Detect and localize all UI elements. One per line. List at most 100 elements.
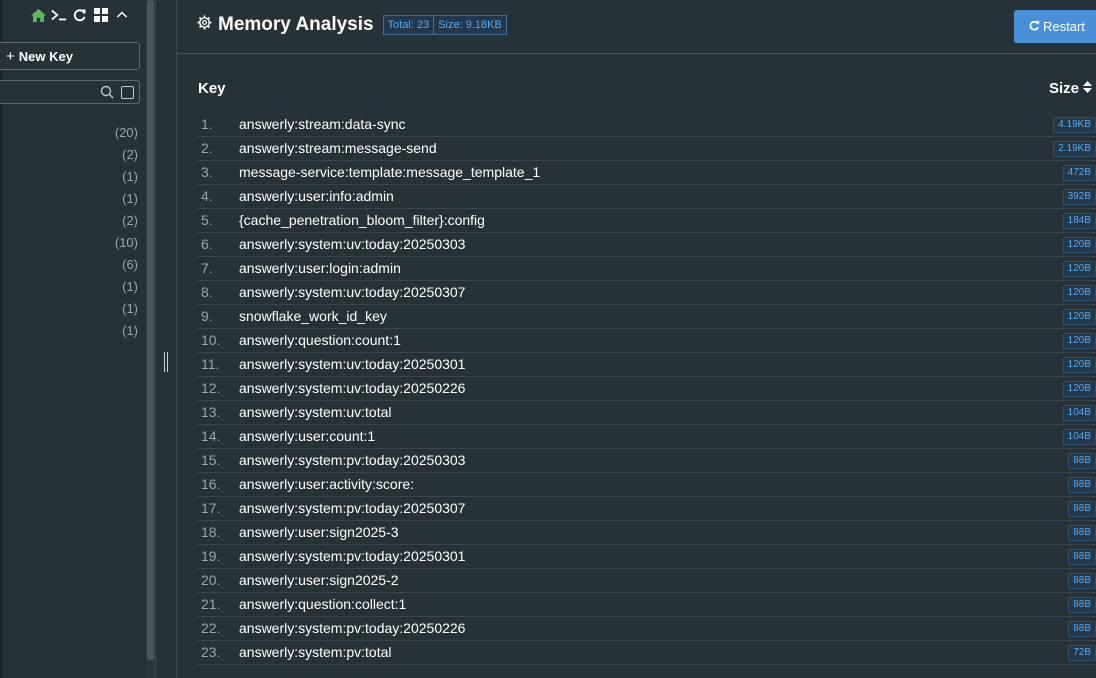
key-size-badge: 120B [1062, 333, 1096, 349]
terminal-icon[interactable] [51, 7, 67, 23]
key-size-badge: 472B [1062, 165, 1096, 181]
key-name[interactable]: answerly:user:activity:score: [239, 476, 415, 492]
row-index: 22. [201, 620, 221, 636]
chevron-up-icon[interactable] [114, 7, 130, 23]
key-name[interactable]: answerly:user:info:admin [239, 188, 394, 204]
key-name[interactable]: answerly:system:pv:today:20250307 [239, 500, 466, 516]
row-index: 16. [201, 476, 221, 492]
table-row[interactable]: 3. message-service:template:message_templ… [197, 161, 1096, 185]
restart-button[interactable]: Restart [1014, 10, 1096, 43]
key-name[interactable]: answerly:system:pv:today:20250226 [239, 620, 466, 636]
key-group-count[interactable]: (1) [122, 191, 138, 206]
key-group-counts: (20) (2) (1) (1) (2) (10) (6) (1) (1) (1… [0, 122, 138, 342]
panel-header: Memory Analysis Total: 23 Size: 9.18KB R… [177, 0, 1096, 54]
key-name[interactable]: answerly:system:uv:total [239, 404, 392, 420]
row-index: 10. [201, 332, 221, 348]
grid-icon[interactable] [93, 7, 109, 23]
key-size-badge: 120B [1062, 285, 1096, 301]
table-row[interactable]: 10. answerly:question:count:1 120B [197, 329, 1096, 353]
row-index: 8. [201, 284, 213, 300]
key-name[interactable]: answerly:system:pv:total [239, 644, 392, 660]
total-count-tag: Total: 23 [382, 15, 435, 35]
search-icon[interactable] [100, 85, 114, 99]
key-name[interactable]: answerly:question:collect:1 [239, 596, 407, 612]
table-row[interactable]: 1. answerly:stream:data-sync 4.19KB [197, 113, 1096, 137]
panel-resize-handle[interactable] [162, 352, 170, 372]
home-icon[interactable] [30, 7, 46, 23]
key-name[interactable]: answerly:system:uv:today:20250301 [239, 356, 466, 372]
new-key-label: New Key [18, 48, 73, 64]
sidebar-toolbar [30, 4, 130, 26]
key-size-badge: 4.19KB [1053, 117, 1096, 133]
key-group-count[interactable]: (6) [122, 257, 138, 272]
key-group-count[interactable]: (10) [114, 235, 138, 250]
key-size-badge: 88B [1068, 477, 1096, 493]
row-index: 17. [201, 500, 221, 516]
key-size-badge: 120B [1062, 381, 1096, 397]
search-input[interactable] [0, 81, 96, 103]
key-name[interactable]: answerly:question:count:1 [239, 332, 401, 348]
key-group-count[interactable]: (1) [122, 279, 138, 294]
new-key-button[interactable]: + New Key [0, 42, 140, 70]
key-group-count[interactable]: (20) [114, 125, 138, 140]
key-group-count[interactable]: (1) [122, 323, 138, 338]
restart-label: Restart [1043, 19, 1085, 34]
key-name[interactable]: {cache_penetration_bloom_filter}:config [239, 212, 485, 228]
key-name[interactable]: answerly:user:login:admin [239, 260, 401, 276]
key-table-body: 1. answerly:stream:data-sync 4.19KB 2.answe… [197, 113, 1096, 665]
column-header-key: Key [198, 80, 226, 97]
key-name[interactable]: answerly:stream:data-sync [239, 116, 406, 132]
table-row[interactable]: 8. answerly:system:uv:today:20250307 120B [197, 281, 1096, 305]
key-size-badge: 88B [1068, 549, 1096, 565]
memory-analysis-panel: Memory Analysis Total: 23 Size: 9.18KB R… [177, 0, 1096, 678]
row-index: 1. [201, 116, 213, 132]
key-name[interactable]: answerly:system:uv:today:20250303 [239, 236, 466, 252]
divider [155, 0, 156, 678]
key-name[interactable]: answerly:user:sign2025-2 [239, 572, 399, 588]
key-name[interactable]: answerly:system:pv:today:20250301 [239, 548, 466, 564]
column-header-size[interactable]: Size [1049, 80, 1093, 97]
key-name[interactable]: answerly:user:sign2025-3 [239, 524, 399, 540]
table-row[interactable]: 5.{cache_penetration_bloom_filter}:confi… [197, 209, 1096, 233]
exact-match-checkbox[interactable] [121, 86, 134, 99]
key-name[interactable]: snowflake_work_id_key [239, 308, 387, 324]
key-group-count[interactable]: (2) [122, 147, 138, 162]
key-size-badge: 104B [1062, 429, 1096, 445]
table-row[interactable]: 16. answerly:user:activity:score: 88B [197, 473, 1096, 497]
key-name[interactable]: answerly:system:uv:today:20250307 [239, 284, 466, 300]
key-name[interactable]: answerly:system:pv:today:20250303 [239, 452, 466, 468]
title-group: Memory Analysis Total: 23 Size: 9.18KB [197, 12, 507, 38]
key-name[interactable]: answerly:stream:message-send [239, 140, 437, 156]
row-index: 13. [201, 404, 221, 420]
key-name[interactable]: message-service:template:message_templat… [239, 164, 541, 180]
key-size-badge: 120B [1062, 237, 1096, 253]
key-group-count[interactable]: (1) [122, 301, 138, 316]
row-index: 3. [201, 164, 213, 180]
table-header: Key Size [177, 76, 1096, 102]
sort-icon[interactable] [1083, 80, 1093, 97]
key-name[interactable]: answerly:user:count:1 [239, 428, 376, 444]
key-size-badge: 88B [1068, 453, 1096, 469]
key-name[interactable]: answerly:system:uv:today:20250226 [239, 380, 466, 396]
refresh-icon[interactable] [72, 7, 88, 23]
sidebar-scrollbar-thumb[interactable] [147, 0, 154, 660]
key-group-count[interactable]: (1) [122, 169, 138, 184]
key-group-count[interactable]: (2) [122, 213, 138, 228]
